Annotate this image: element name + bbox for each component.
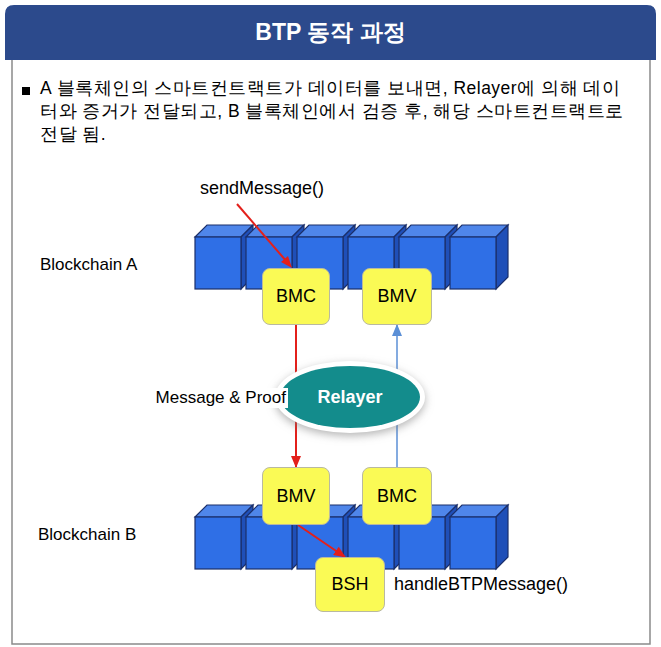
- arrow: [298, 525, 345, 557]
- node-text: BMC: [276, 286, 316, 307]
- function-name: handleBTPMessage(): [394, 574, 568, 595]
- title-bar: [5, 5, 656, 60]
- bmc-box: BMC: [362, 467, 432, 525]
- bullet: [22, 87, 30, 95]
- chain-label: Blockchain A: [40, 255, 137, 275]
- bmc-box: BMC: [262, 268, 330, 325]
- node-text: BMV: [276, 486, 315, 507]
- title: BTP 동작 과정: [5, 5, 656, 60]
- node-text: Relayer: [317, 387, 382, 408]
- node-text: BSH: [331, 574, 368, 595]
- bmv-box: BMV: [362, 268, 432, 325]
- send-arrow: [237, 204, 292, 268]
- relayer-ellipse: Relayer: [280, 366, 420, 428]
- bmv-box: BMV: [262, 467, 330, 525]
- edge-label: Message & Proof: [154, 388, 288, 408]
- function-name: sendMessage(): [200, 178, 324, 199]
- bsh-box: BSH: [315, 557, 385, 612]
- chain-label: Blockchain B: [38, 525, 136, 545]
- node-text: BMC: [377, 486, 417, 507]
- content-frame: [12, 50, 650, 644]
- description: A 블록체인의 스마트컨트랙트가 데이터를 보내면, Relayer에 의해 데…: [40, 77, 635, 146]
- node-text: BMV: [377, 286, 416, 307]
